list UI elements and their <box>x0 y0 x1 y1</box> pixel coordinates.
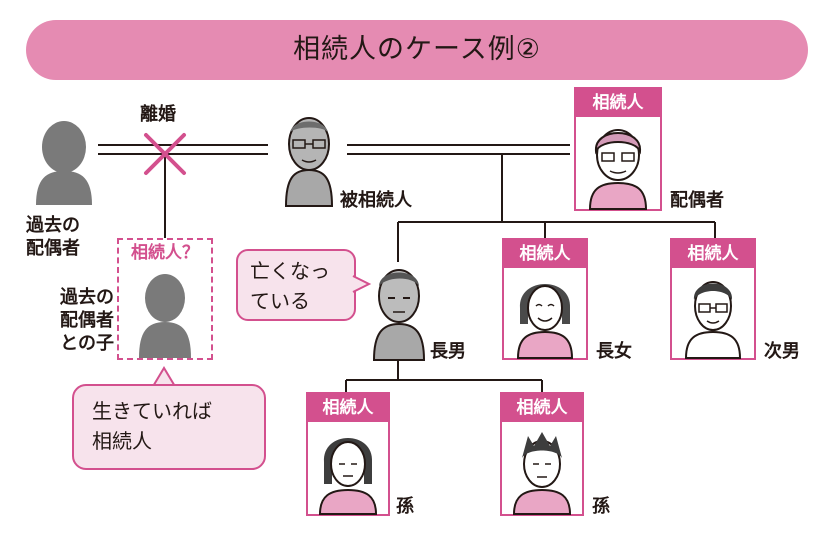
past-child-label: 過去の 配偶者 との子 <box>60 287 114 354</box>
grandchild1-figure-icon <box>318 438 378 515</box>
grandchild1-label: 孫 <box>396 496 414 517</box>
grandchild1-heir-card: 相続人 <box>306 392 390 516</box>
second-son-label: 次男 <box>764 341 800 362</box>
grandchild2-heir-card: 相続人 <box>500 392 584 516</box>
eldest-son-figure-icon <box>372 269 426 361</box>
deceased-bubble-tail-icon <box>352 275 372 293</box>
deceased-note-bubble: 亡くなっ ている <box>236 249 356 321</box>
deceased-note-text: 亡くなっ ている <box>250 259 330 313</box>
heir-badge: 相続人 <box>502 394 582 422</box>
possible-heir-badge: 相続人？ <box>131 243 199 263</box>
title-bar <box>26 20 808 80</box>
eldest-son-label: 長男 <box>430 341 466 362</box>
eldest-daughter-heir-card: 相続人 <box>502 238 588 360</box>
decedent-label: 被相続人 <box>340 190 412 211</box>
eldest-daughter-label: 長女 <box>596 341 632 362</box>
past-child-silhouette-icon <box>139 274 191 358</box>
page-title: 相続人のケース例② <box>293 34 541 65</box>
past-spouse-label: 過去の 配偶者 <box>26 215 80 259</box>
heir-badge: 相続人 <box>672 240 754 268</box>
divorce-cross-icon <box>144 133 186 175</box>
alive-bubble-tail-icon <box>151 366 177 389</box>
second-son-figure-icon <box>684 281 742 359</box>
second-son-heir-card: 相続人 <box>670 238 756 360</box>
spouse-figure-icon <box>588 129 648 210</box>
heir-badge: 相続人 <box>308 394 388 422</box>
alive-note-bubble: 生きていれば 相続人 <box>72 384 266 470</box>
past-spouse-silhouette-icon <box>36 121 92 205</box>
eldest-daughter-figure-icon <box>516 284 574 359</box>
heir-badge: 相続人 <box>576 89 660 117</box>
spouse-label: 配偶者 <box>670 190 724 211</box>
alive-note-text: 生きていれば 相続人 <box>92 399 212 453</box>
grandchild2-label: 孫 <box>592 496 610 517</box>
grandchild2-figure-icon <box>512 432 572 515</box>
past-child-possible-heir-card: 相続人？ <box>117 238 213 360</box>
decedent-figure-icon <box>284 117 334 207</box>
spouse-heir-card: 相続人 <box>574 87 662 211</box>
heir-badge: 相続人 <box>504 240 586 268</box>
divorce-label: 離婚 <box>140 104 176 125</box>
